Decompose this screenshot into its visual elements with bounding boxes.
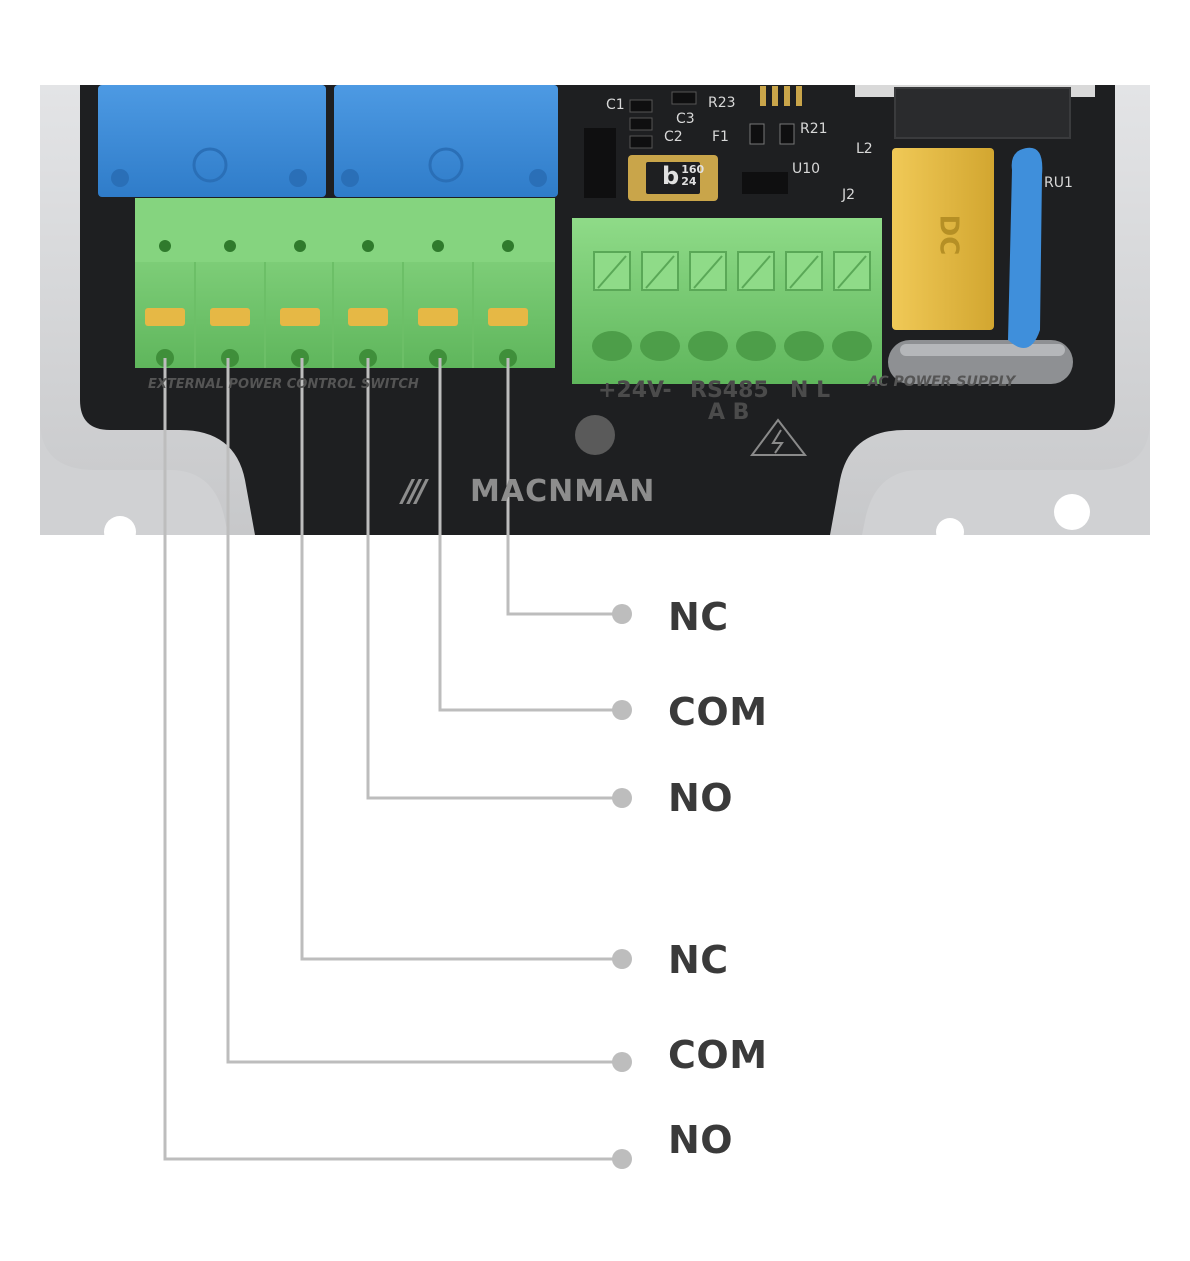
mounting-screw (575, 415, 615, 455)
silk-component-ref: R21 (800, 121, 828, 137)
relay-1 (98, 85, 326, 197)
pin-label-relay2-nc: NC (668, 595, 729, 639)
silk-ac-pins: N L (790, 378, 831, 403)
relay-terminals (145, 240, 528, 368)
terminal-lever (348, 308, 388, 326)
terminal-clamp-slot (645, 255, 675, 289)
silk-relay-label: EXTERNAL POWER CONTROL SWITCH (148, 377, 419, 392)
terminal-clamp-slot (741, 255, 771, 289)
silk-ac-label: AC POWER SUPPLY (868, 374, 1016, 390)
terminal-screw-dot (432, 240, 444, 252)
leader-dot (612, 949, 632, 969)
terminal-wire-entry (832, 331, 872, 361)
terminal-clamp-slot (837, 255, 867, 289)
silk-component-ref: J2 (842, 187, 856, 203)
terminal-lever (418, 308, 458, 326)
terminal-lever (488, 308, 528, 326)
terminal-screw-dot (159, 240, 171, 252)
leader-dot (612, 1052, 632, 1072)
leader-lines (163, 358, 632, 1169)
leader-line (506, 358, 622, 616)
leader-line (226, 358, 622, 1064)
varistor (1008, 147, 1043, 348)
leader-dot (612, 700, 632, 720)
silk-capacitor-mark: DC (933, 214, 964, 256)
silk-component-ref: C1 (606, 97, 625, 113)
mounting-hole-mid (936, 518, 964, 546)
pin-label-relay1-no: NO (668, 1118, 734, 1162)
dc-capacitor (892, 148, 994, 330)
leader-line (300, 358, 622, 961)
terminal-screw-dot (294, 240, 306, 252)
silk-component-ref: C2 (664, 129, 683, 145)
terminal-lever (280, 308, 320, 326)
leader-dot (612, 1149, 632, 1169)
terminal-wire-entry (592, 331, 632, 361)
silk-rs485-label: RS485 (690, 378, 769, 403)
terminal-wire-entry (429, 349, 447, 367)
terminal-lever (210, 308, 250, 326)
leader-line (438, 358, 622, 712)
terminal-clamp (593, 251, 631, 291)
brand-logo-mark: /// (402, 474, 427, 509)
leader-line (366, 358, 622, 800)
silk-power-label: +24V- (598, 378, 672, 403)
terminal-wire-entry (291, 349, 309, 367)
terminal-lever (145, 308, 185, 326)
terminal-wire-entry (221, 349, 239, 367)
terminal-wire-entry (688, 331, 728, 361)
power-terminals (592, 251, 872, 361)
silk-chip-code-sub: 24 (681, 175, 697, 188)
terminal-clamp-slot (597, 255, 627, 289)
enclosure-lip-left (40, 420, 228, 535)
terminal-clamp-slot (693, 255, 723, 289)
silk-component-ref: F1 (712, 129, 729, 145)
terminal-screw-dot (502, 240, 514, 252)
terminal-wire-entry (784, 331, 824, 361)
silk-component-ref: R23 (708, 95, 736, 111)
silk-component-ref: L2 (856, 141, 873, 157)
brand-name: MACNMAN (470, 474, 656, 509)
terminal-screw-dot (362, 240, 374, 252)
mounting-hole-left (104, 516, 136, 548)
leader-line (163, 358, 622, 1161)
pin-label-relay1-com: COM (668, 1033, 768, 1077)
pin-label-relay2-no: NO (668, 776, 734, 820)
silk-component-ref: C3 (676, 111, 695, 127)
silk-rs485-pins: A B (708, 400, 750, 425)
relay-2 (334, 85, 558, 197)
terminal-screw-dot (224, 240, 236, 252)
silk-component-ref: U10 (792, 161, 821, 177)
terminal-wire-entry (640, 331, 680, 361)
high-voltage-warning-icon (750, 418, 808, 456)
pin-label-relay1-nc: NC (668, 938, 729, 982)
silk-chip-code-sup: 160 (681, 163, 705, 176)
leader-dot (612, 604, 632, 624)
silk-chip-code-main: b (662, 162, 680, 190)
leader-dot (612, 788, 632, 808)
silk-component-ref: RU1 (1044, 175, 1073, 191)
mounting-hole-right (1054, 494, 1090, 530)
terminal-wire-entry (736, 331, 776, 361)
pin-label-relay2-com: COM (668, 690, 768, 734)
terminal-clamp-slot (789, 255, 819, 289)
